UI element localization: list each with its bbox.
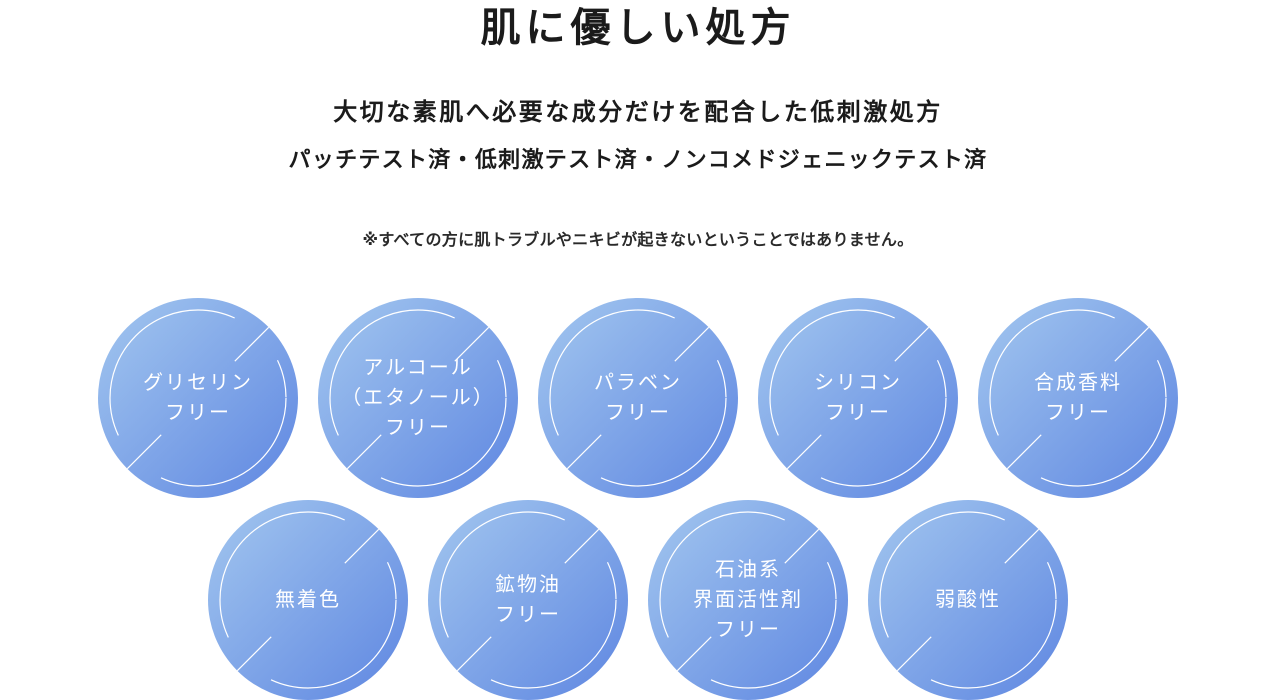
badge-circle-no-colorant: 無着色: [208, 500, 408, 700]
circle-ring-decoration-icon: [769, 309, 947, 487]
page-title: 肌に優しい処方: [480, 5, 796, 50]
badge-label: シリコンフリー: [814, 372, 902, 424]
badge-label: 鉱物油フリー: [495, 574, 561, 626]
badge-circle-petroleum-surfactant-free: 石油系界面活性剤フリー: [648, 500, 848, 700]
badge-circle-synthetic-fragrance-free: 合成香料フリー: [978, 298, 1178, 498]
badge-circle-mineral-oil-free: 鉱物油フリー: [428, 500, 628, 700]
circle-ring-decoration-icon: [989, 309, 1167, 487]
disclaimer-note: ※すべての方に肌トラブルやニキビが起きないということではありません。: [362, 232, 914, 249]
badge-label: 合成香料フリー: [1034, 372, 1122, 424]
badge-label: 弱酸性: [935, 589, 1001, 611]
subtitle-line-2: パッチテスト済・低刺激テスト済・ノンコメドジェニックテスト済: [288, 147, 988, 172]
circle-ring-decoration-icon: [439, 511, 617, 689]
badge-circle-glycerin-free: グリセリンフリー: [98, 298, 298, 498]
badge-circle-paraben-free: パラベンフリー: [538, 298, 738, 498]
badge-label: 石油系界面活性剤フリー: [693, 559, 803, 641]
badge-label: パラベンフリー: [594, 372, 682, 424]
badge-label: グリセリンフリー: [143, 372, 253, 424]
badge-row-1: グリセリンフリー アルコール（エタノール）フリー パラベンフリー シリコンフリー 合成香…: [0, 298, 1276, 498]
circle-ring-decoration-icon: [659, 511, 837, 689]
circle-ring-decoration-icon: [879, 511, 1057, 689]
badge-label: 無着色: [275, 589, 341, 611]
subtitle-line-1: 大切な素肌へ必要な成分だけを配合した低刺激処方: [333, 100, 943, 126]
badge-circle-silicone-free: シリコンフリー: [758, 298, 958, 498]
circle-ring-decoration-icon: [109, 309, 287, 487]
badge-circle-alcohol-ethanol-free: アルコール（エタノール）フリー: [318, 298, 518, 498]
circle-ring-decoration-icon: [219, 511, 397, 689]
badge-label: アルコール（エタノール）フリー: [341, 357, 495, 439]
badge-circle-mildly-acidic: 弱酸性: [868, 500, 1068, 700]
badge-row-2: 無着色 鉱物油フリー 石油系界面活性剤フリー 弱酸性: [0, 500, 1276, 700]
circle-ring-decoration-icon: [549, 309, 727, 487]
circle-ring-decoration-icon: [329, 309, 507, 487]
